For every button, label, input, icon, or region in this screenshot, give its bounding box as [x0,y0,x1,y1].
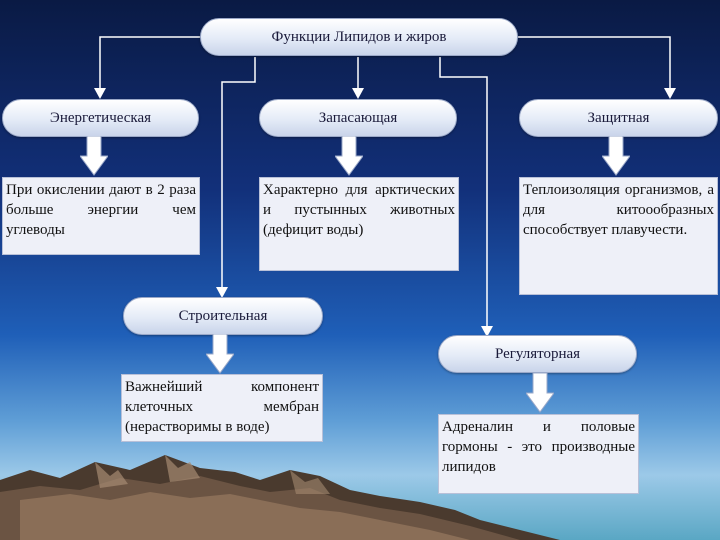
node-regulatory: Регуляторная [438,335,637,373]
node-structural: Строительная [123,297,323,335]
connector-arrowheads [94,88,676,337]
connector-energy [99,36,200,92]
block-arrow-protective [602,136,630,176]
desc-structural: Важнейший компонент клеточных мембран (н… [121,374,323,442]
node-energy: Энергетическая [2,99,199,137]
node-regulatory-title: Регуляторная [494,345,581,362]
block-arrow-energy [80,136,108,176]
connector-lines [99,36,671,330]
connector-protective [518,36,671,92]
desc-protective: Теплоизоляция организмов, а для китоообр… [519,177,718,295]
block-arrow-storage [335,136,363,176]
node-energy-title: Энергетическая [49,109,152,126]
root-title: Функции Липидов и жиров [271,28,447,45]
root-node: Функции Липидов и жиров [200,18,518,56]
desc-energy-text: При окислении дают в 2 раза больше энерг… [6,182,196,238]
desc-storage-text: Характерно для арктических и пустынных ж… [263,182,455,238]
desc-energy: При окислении дают в 2 раза больше энерг… [2,177,200,255]
desc-storage: Характерно для арктических и пустынных ж… [259,177,459,271]
connector-structural [221,57,256,291]
desc-regulatory: Адреналин и половые гормоны - это произв… [438,414,639,494]
connector-regulatory [439,57,488,330]
mountains-illustration [0,455,560,540]
node-storage: Запасающая [259,99,457,137]
desc-protective-text: Теплоизоляция организмов, а для китоообр… [523,182,714,238]
node-storage-title: Запасающая [318,109,398,126]
block-arrow-regulatory [526,373,554,413]
node-structural-title: Строительная [178,307,268,324]
node-protective: Защитная [519,99,718,137]
node-protective-title: Защитная [587,109,650,126]
desc-regulatory-text: Адреналин и половые гормоны - это произв… [442,419,635,475]
block-arrow-structural [206,334,234,374]
desc-structural-text: Важнейший компонент клеточных мембран (н… [125,379,319,435]
